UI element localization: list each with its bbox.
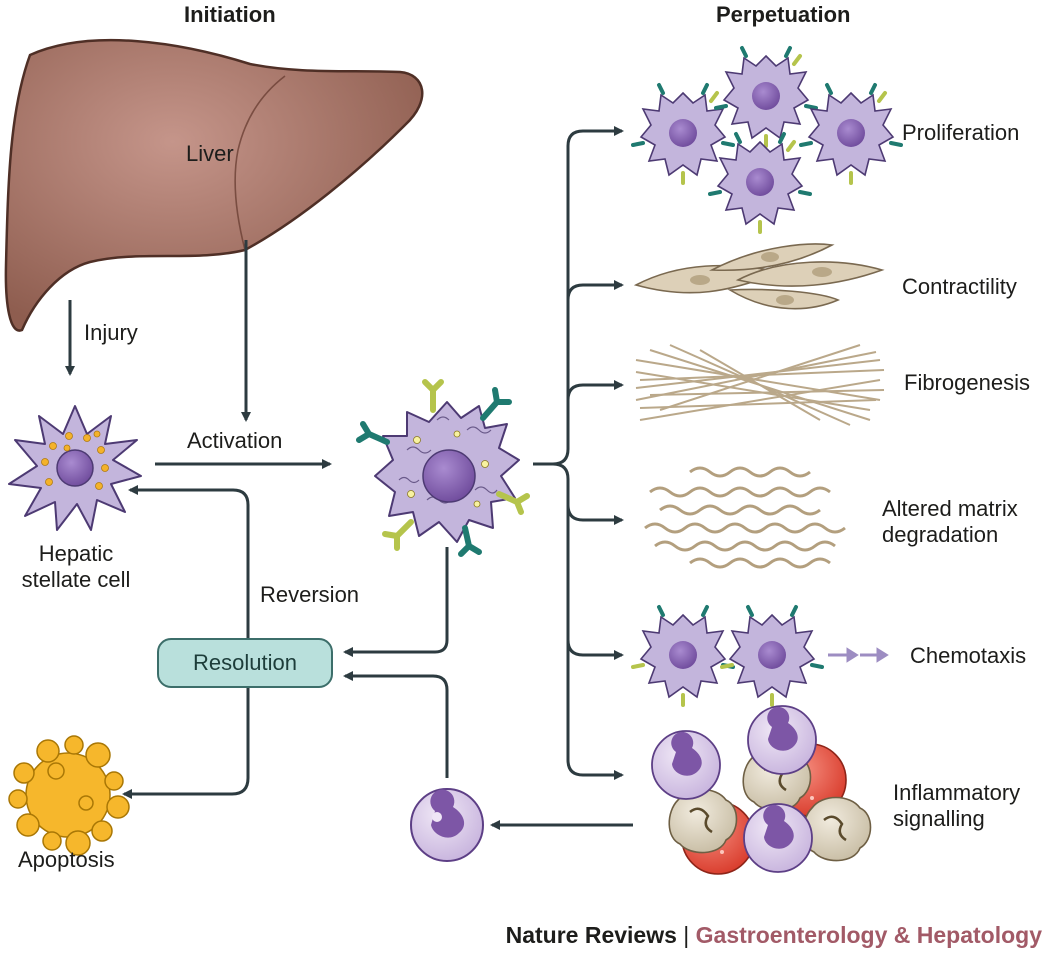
- apoptotic-cell-icon: [8, 735, 130, 856]
- neutrophil-icon: [410, 788, 484, 862]
- resolution-box: Resolution: [157, 638, 333, 688]
- label-contractility: Contractility: [902, 274, 1017, 299]
- inflammatory-cluster-icon: [651, 705, 872, 875]
- chemotaxis-cells-icon: [631, 605, 889, 707]
- activated-cell-icon: [356, 379, 530, 557]
- proliferating-cells-icon: [631, 46, 903, 234]
- label-injury: Injury: [84, 320, 138, 345]
- label-altered-matrix-degradation: Altered matrix degradation: [882, 496, 1018, 547]
- header-perpetuation: Perpetuation: [716, 2, 851, 27]
- liver-icon: [4, 38, 424, 332]
- label-activation: Activation: [187, 428, 283, 453]
- journal-separator: |: [683, 922, 690, 948]
- label-hepatic-stellate-cell: Hepatic stellate cell: [21, 541, 131, 592]
- branch-trunk: [533, 126, 624, 466]
- reversion-arrow: [128, 485, 250, 638]
- label-liver: Liver: [186, 141, 234, 166]
- label-proliferation: Proliferation: [902, 120, 1020, 145]
- label-fibrogenesis: Fibrogenesis: [904, 370, 1030, 395]
- header-initiation: Initiation: [184, 2, 276, 27]
- label-inflammatory-signalling: Inflammatory signalling: [893, 780, 1021, 831]
- journal-credit: Nature Reviews | Gastroenterology & Hepa…: [506, 922, 1042, 949]
- journal-subtitle: Gastroenterology & Hepatology: [695, 922, 1042, 948]
- label-reversion: Reversion: [260, 582, 360, 607]
- journal-name: Nature Reviews: [505, 922, 677, 948]
- activated-to-resolution-arrow: [343, 547, 449, 657]
- chemotaxis-direction-arrows: [828, 647, 889, 663]
- contractile-cells-icon: [633, 243, 885, 310]
- stellate-cell-icon: [8, 405, 142, 531]
- label-apoptosis: Apoptosis: [18, 847, 115, 872]
- resolution-to-apoptosis-arrow: [122, 688, 250, 799]
- label-chemotaxis: Chemotaxis: [910, 643, 1027, 668]
- label-resolution: Resolution: [193, 650, 297, 675]
- pathway-arrows: [65, 126, 633, 830]
- fibre-mesh-icon: [635, 344, 885, 426]
- neutrophil-to-resolution-arrow: [343, 671, 449, 778]
- matrix-fibres-icon: [644, 466, 846, 569]
